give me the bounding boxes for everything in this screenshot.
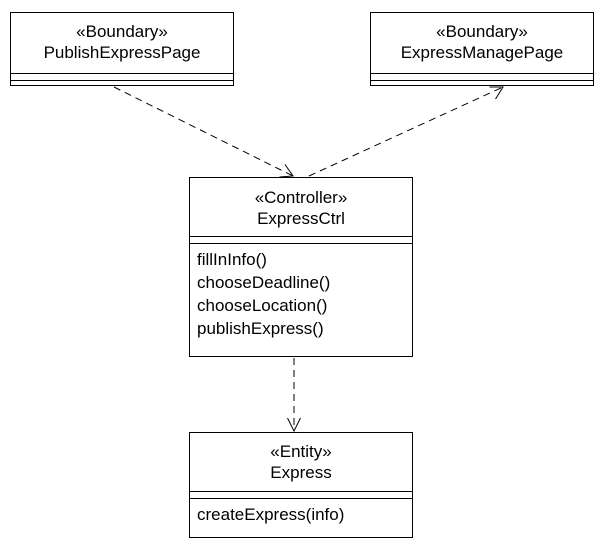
class-operations-compartment: [371, 80, 593, 86]
operation-create-express: createExpress(info): [197, 505, 345, 524]
operation-fill-in-info: fillInInfo(): [197, 250, 267, 269]
class-publish-express-page[interactable]: «Boundary» PublishExpressPage: [10, 12, 234, 86]
class-header: «Controller» ExpressCtrl: [190, 178, 412, 236]
class-express[interactable]: «Entity» Express createExpress(info): [189, 432, 413, 538]
class-operations-compartment: fillInInfo() chooseDeadline() chooseLoca…: [190, 243, 412, 340]
dependency-publish-to-ctrl: [113, 86, 294, 177]
class-attributes-compartment: [190, 491, 412, 498]
class-stereotype: «Boundary»: [436, 22, 528, 41]
class-name: ExpressCtrl: [257, 209, 345, 228]
dependency-ctrl-to-manage: [308, 86, 504, 177]
class-operations-compartment: [11, 80, 233, 86]
class-name: ExpressManagePage: [400, 43, 564, 62]
class-name: PublishExpressPage: [43, 43, 201, 62]
operation-choose-deadline: chooseDeadline(): [197, 273, 331, 292]
class-header: «Boundary» PublishExpressPage: [11, 13, 233, 73]
class-attributes-compartment: [11, 73, 233, 80]
dependency-arrowhead-ctrl-to-express: [287, 417, 301, 433]
class-attributes-compartment: [371, 73, 593, 80]
dependency-arrowhead-ctrl-to-manage: [489, 86, 504, 100]
class-attributes-compartment: [190, 236, 412, 243]
class-name: Express: [270, 463, 332, 482]
class-stereotype: «Controller»: [254, 188, 348, 207]
dependency-arrowhead-publish-to-ctrl: [279, 164, 294, 178]
class-stereotype: «Boundary»: [76, 22, 168, 41]
operation-publish-express: publishExpress(): [197, 319, 324, 338]
class-header: «Entity» Express: [190, 433, 412, 491]
class-express-manage-page[interactable]: «Boundary» ExpressManagePage: [370, 12, 594, 86]
class-operations-compartment: createExpress(info): [190, 498, 412, 526]
class-express-ctrl[interactable]: «Controller» ExpressCtrl fillInInfo() ch…: [189, 177, 413, 357]
class-stereotype: «Entity»: [270, 442, 332, 461]
class-header: «Boundary» ExpressManagePage: [371, 13, 593, 73]
operation-choose-location: chooseLocation(): [197, 296, 328, 315]
